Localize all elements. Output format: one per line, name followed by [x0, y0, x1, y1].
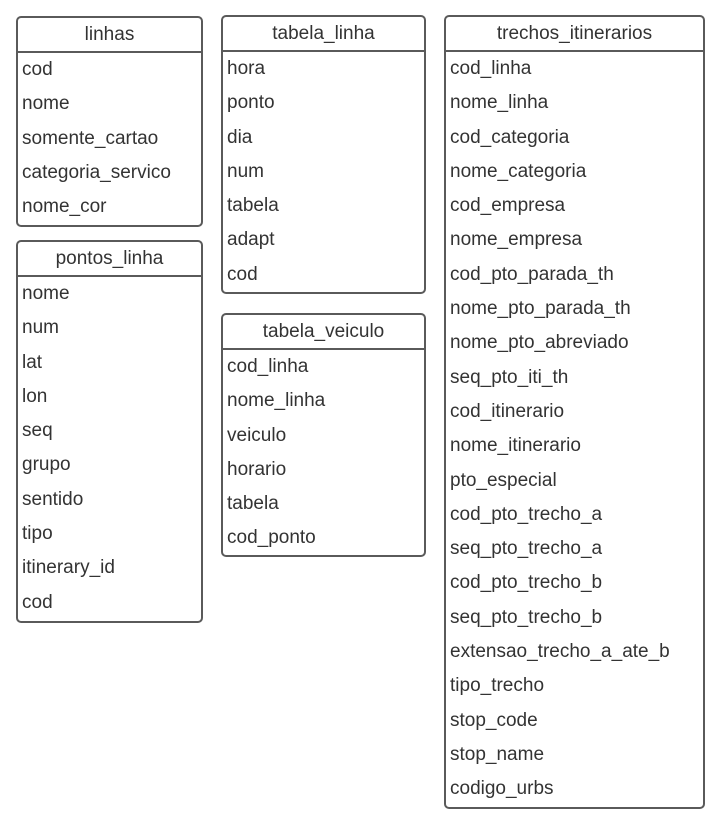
entity-field: ponto [227, 92, 275, 114]
entity-field: cod_pto_trecho_b [450, 572, 603, 594]
entity-linhas[interactable]: linhas cod nome somente_cartao categoria_se… [16, 16, 203, 227]
entity-field: num [22, 317, 59, 339]
entity-field: nome_empresa [450, 229, 583, 251]
field-list: nome num lat lon seq grupo sentido tipo itinerar… [18, 277, 201, 620]
entity-field: nome_itinerario [450, 435, 581, 457]
entity-field: extensao_trecho_a_ate_b [450, 641, 670, 663]
entity-field: tabela [227, 195, 279, 217]
entity-field: cod_linha [227, 356, 309, 377]
field-list: hora ponto dia num tabela adapt cod [223, 52, 424, 292]
entity-field: horario [227, 458, 287, 480]
entity-title: linhas [18, 18, 201, 53]
entity-title: tabela_linha [223, 17, 424, 52]
entity-field: nome_cor [22, 196, 107, 218]
entity-field: tipo_trecho [450, 675, 545, 697]
entity-field: lat [22, 351, 43, 373]
entity-field: cod [22, 59, 53, 80]
entity-field: nome_linha [227, 390, 326, 412]
entity-field: dia [227, 126, 253, 148]
entity-field: cod [22, 591, 53, 613]
entity-field: veiculo [227, 424, 287, 446]
entity-field: hora [227, 58, 266, 79]
entity-field: seq_pto_trecho_b [450, 606, 603, 628]
entity-title: pontos_linha [18, 242, 201, 277]
entity-field: stop_code [450, 709, 538, 731]
entity-field: cod_pto_parada_th [450, 263, 614, 285]
entity-field: pto_especial [450, 469, 557, 491]
entity-field: nome_pto_parada_th [450, 298, 631, 320]
entity-field: nome_categoria [450, 160, 587, 182]
entity-field: tabela [227, 493, 279, 515]
entity-field: categoria_servico [22, 161, 171, 183]
entity-field: cod_empresa [450, 195, 566, 217]
entity-field: sentido [22, 488, 84, 510]
entity-field: nome [22, 93, 70, 115]
entity-tabela-linha[interactable]: tabela_linha hora ponto dia num tabela adapt c… [221, 15, 426, 294]
entity-field: cod_categoria [450, 126, 570, 148]
entity-field: cod_ponto [227, 527, 316, 549]
entity-field: seq [22, 420, 53, 442]
entity-field: seq_pto_trecho_a [450, 538, 603, 560]
entity-field: num [227, 160, 264, 182]
entity-field: cod [227, 263, 258, 285]
entity-field: codigo_urbs [450, 778, 554, 800]
entity-field: cod_linha [450, 58, 532, 79]
entity-field: lon [22, 385, 48, 407]
entity-field: somente_cartao [22, 127, 159, 149]
entity-field: seq_pto_iti_th [450, 366, 569, 388]
entity-field: adapt [227, 229, 275, 251]
entity-field: itinerary_id [22, 557, 115, 579]
entity-field: nome_pto_abreviado [450, 332, 629, 354]
entity-title: tabela_veiculo [223, 315, 424, 350]
entity-field: nome [22, 283, 70, 304]
entity-field: cod_pto_trecho_a [450, 503, 603, 525]
entity-field: grupo [22, 454, 71, 476]
entity-pontos-linha[interactable]: pontos_linha nome num lat lon seq grupo sentid… [16, 240, 203, 623]
field-list: cod_linha nome_linha cod_categoria nome_cat… [446, 52, 703, 807]
entity-field: stop_name [450, 743, 545, 765]
entity-field: cod_itinerario [450, 400, 565, 422]
entity-title: trechos_itinerarios [446, 17, 703, 52]
entity-field: nome_linha [450, 92, 549, 114]
entity-field: tipo [22, 523, 53, 545]
